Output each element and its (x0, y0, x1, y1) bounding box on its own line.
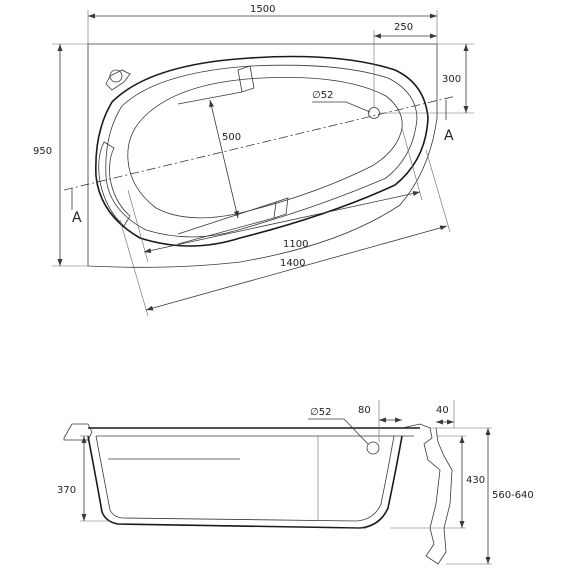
top-view-rim-outline (95, 55, 429, 247)
dim-500-label: 500 (222, 132, 241, 143)
dim-drain-label: ∅52 (312, 90, 333, 101)
dim-1100-line (143, 191, 421, 253)
dim-side-drain-label: ∅52 (310, 407, 331, 418)
side-view-left-cap (63, 423, 93, 441)
dim-1400-ext-right (425, 149, 451, 233)
dim-80-label: 80 (358, 405, 371, 416)
section-label-right: A (444, 128, 454, 144)
dim-side-drain-leader (308, 418, 369, 445)
top-view-basin-outline (127, 76, 403, 219)
side-view-front-panel (401, 423, 453, 565)
dim-1100-ext-right (401, 127, 423, 201)
dim-950-label: 950 (33, 146, 52, 157)
dim-1400-label: 1400 (280, 258, 305, 269)
dim-1400-line (145, 225, 448, 311)
top-view: A A 1500 250 300 950 500 1100 1400 (33, 4, 474, 317)
side-view-body-outer (87, 435, 403, 529)
top-view-left-pad (98, 141, 131, 227)
dim-1400-ext-left (119, 219, 149, 317)
side-view-drain (366, 441, 380, 455)
side-view-body-inner (95, 435, 395, 522)
top-view-rim-inner-line (105, 64, 418, 238)
section-label-left: A (72, 210, 82, 226)
dim-300-label: 300 (442, 74, 461, 85)
dim-40-label: 40 (436, 405, 449, 416)
dim-370-label: 370 (57, 485, 76, 496)
top-view-fitting-body (105, 69, 131, 91)
dim-500-line (209, 99, 239, 219)
dim-1500-label: 1500 (250, 4, 275, 15)
dim-drain-leader (312, 101, 371, 113)
top-view-upper-handle (177, 65, 255, 105)
dim-1100-label: 1100 (283, 239, 308, 250)
top-view-section-line (63, 95, 457, 191)
dim-total-label: 560-640 (492, 490, 534, 501)
side-view: 370 ∅52 80 40 430 560-640 (57, 400, 534, 565)
dim-250-label: 250 (394, 22, 413, 33)
top-view-fitting-circle (109, 69, 123, 83)
dim-430-label: 430 (466, 475, 485, 486)
dim-1100-ext-left (127, 189, 149, 263)
